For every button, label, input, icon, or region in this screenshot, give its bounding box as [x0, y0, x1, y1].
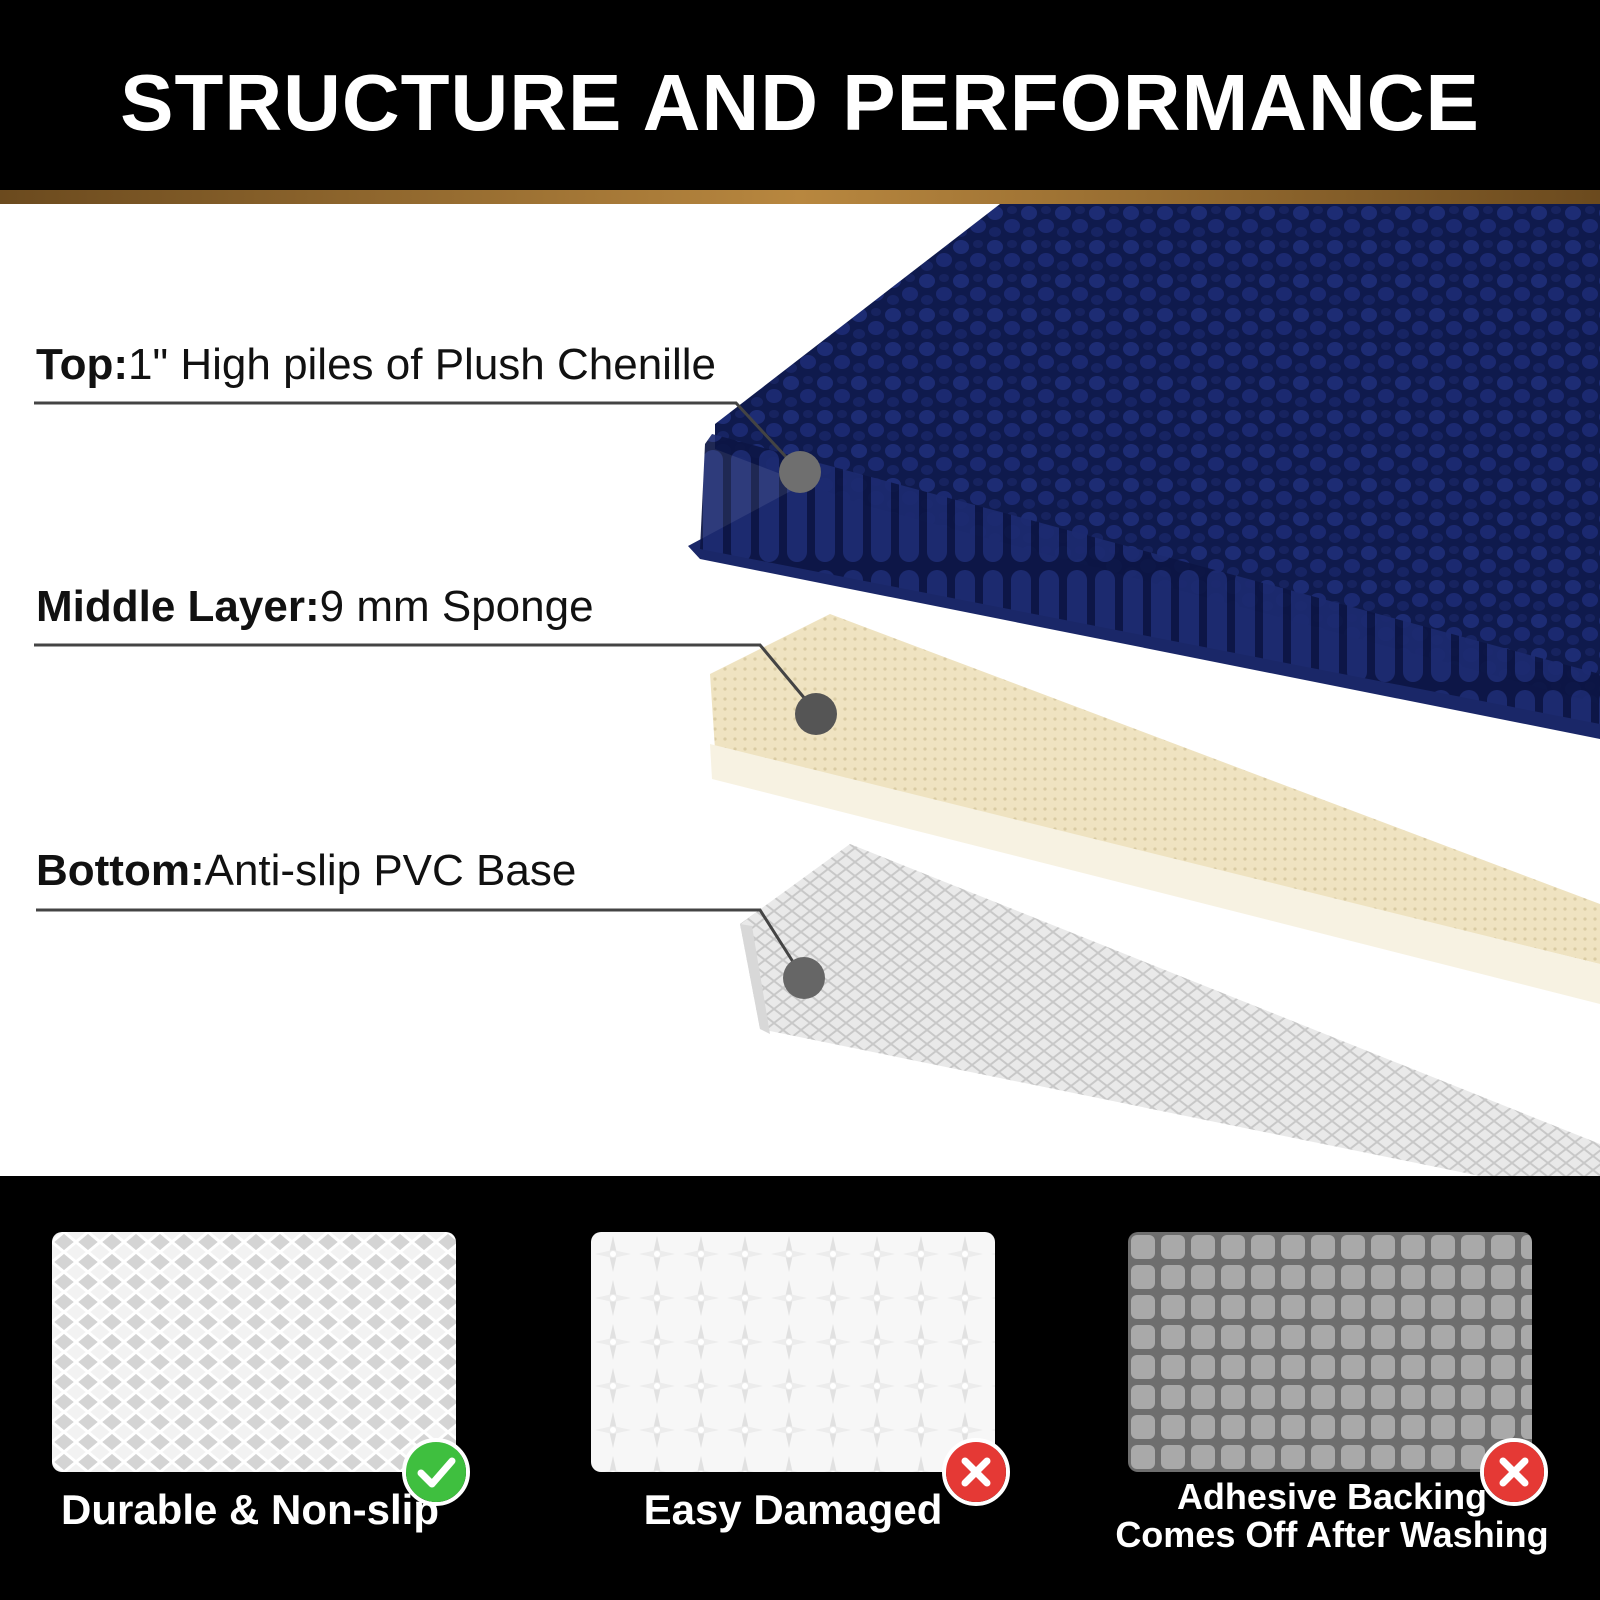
top-layer-desc: 1" High piles of Plush Chenille [128, 340, 716, 389]
caption-line: Durable & Non-slip [60, 1486, 440, 1533]
pvc-texture-card [52, 1232, 456, 1472]
caption-adhesive: Adhesive Backing Comes Off After Washing [1082, 1478, 1582, 1554]
embossed-texture-card [591, 1232, 995, 1472]
cross-badge-icon [942, 1438, 1010, 1506]
caption-durable: Durable & Non-slip [0, 1486, 500, 1533]
caption-easy-damaged: Easy Damaged [543, 1486, 1043, 1533]
bottom-layer-label: Bottom:Anti-slip PVC Base [36, 846, 576, 896]
caption-line-1: Adhesive Backing [1176, 1476, 1488, 1517]
top-layer-marker [779, 451, 821, 493]
adhesive-texture-image [1128, 1232, 1532, 1472]
caption-line-2: Comes Off After Washing [1115, 1514, 1549, 1555]
top-layer-label: Top:1" High piles of Plush Chenille [36, 340, 716, 390]
bottom-layer-marker [783, 957, 825, 999]
mat-layers-illustration [688, 204, 1600, 1176]
middle-layer-marker [795, 693, 837, 735]
comparison-strip: Durable & Non-slip Easy Damaged [0, 1176, 1600, 1600]
pvc-texture-image [52, 1232, 456, 1472]
adhesive-texture-card [1128, 1232, 1532, 1472]
cross-badge-icon [1480, 1438, 1548, 1506]
layer-diagram: Top:1" High piles of Plush Chenille Midd… [0, 204, 1600, 1176]
leader-lines [34, 401, 837, 999]
check-badge-icon [402, 1438, 470, 1506]
middle-layer-label: Middle Layer:9 mm Sponge [36, 582, 594, 632]
middle-layer-desc: 9 mm Sponge [319, 582, 594, 631]
header-banner: STRUCTURE AND PERFORMANCE [0, 0, 1600, 192]
bottom-layer-title: Bottom: [36, 846, 205, 895]
middle-layer-title: Middle Layer: [36, 582, 320, 631]
top-layer-title: Top: [36, 340, 129, 389]
page-title: STRUCTURE AND PERFORMANCE [120, 58, 1480, 147]
bottom-layer-desc: Anti-slip PVC Base [204, 846, 577, 895]
caption-line: Easy Damaged [643, 1486, 943, 1533]
gold-divider [0, 190, 1600, 204]
embossed-texture-image [591, 1232, 995, 1472]
